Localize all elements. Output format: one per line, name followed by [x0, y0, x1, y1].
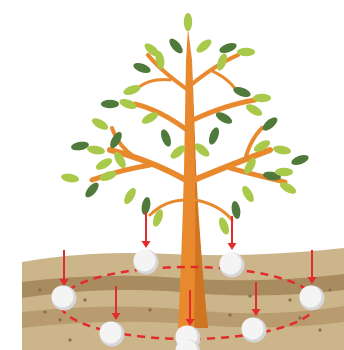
leaf	[122, 186, 138, 206]
leaf	[94, 156, 114, 172]
soil-dot	[38, 288, 41, 291]
fertilizer-ball	[242, 318, 267, 343]
fertilizer-ball	[100, 322, 125, 347]
leaf	[60, 172, 79, 183]
soil-dot	[298, 316, 301, 319]
leaf	[244, 102, 264, 118]
soil-dot	[318, 328, 321, 331]
leaf	[118, 97, 138, 111]
soil-dot	[68, 338, 71, 341]
soil-dot	[288, 298, 291, 301]
leaf	[122, 83, 142, 97]
leaf	[167, 36, 185, 55]
leaf	[217, 216, 231, 236]
leaf	[159, 128, 173, 148]
fertilizer-ball	[52, 286, 77, 311]
branch	[150, 200, 186, 215]
leaf	[184, 13, 192, 31]
soil-dot	[228, 313, 231, 316]
branch	[148, 55, 188, 90]
leaf	[207, 126, 221, 146]
leaf	[290, 153, 310, 167]
leaf	[253, 94, 271, 102]
soil-dot	[248, 294, 251, 297]
leaf	[275, 168, 293, 176]
fertilizer-ball	[220, 253, 245, 278]
leaf	[83, 180, 101, 199]
leaf	[194, 37, 213, 55]
branch	[138, 80, 170, 88]
leaf	[260, 115, 279, 133]
leaf	[237, 48, 255, 56]
soil-dot	[83, 298, 86, 301]
soil-dot	[148, 308, 151, 311]
leaf	[90, 116, 110, 132]
branch	[135, 104, 187, 130]
leaf	[218, 41, 238, 55]
leaf	[70, 140, 89, 151]
branch	[196, 200, 232, 220]
fertilizer-ball	[134, 250, 159, 275]
leaf	[101, 100, 119, 108]
leaf	[86, 144, 105, 155]
fertilizer-ball	[300, 286, 325, 311]
down-arrow-icon	[142, 212, 151, 248]
soil-dot	[58, 318, 61, 321]
branch	[191, 55, 238, 85]
branch	[210, 70, 236, 90]
down-arrow-icon	[228, 216, 237, 250]
leaf	[272, 144, 291, 155]
soil-dot	[43, 310, 46, 313]
leaf	[240, 184, 256, 204]
soil-dot	[328, 288, 331, 291]
leaf	[132, 61, 152, 75]
